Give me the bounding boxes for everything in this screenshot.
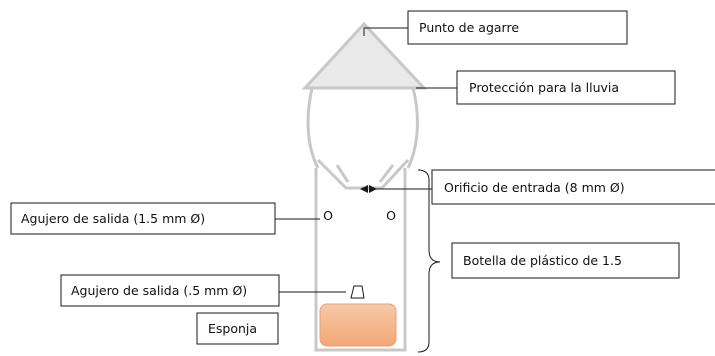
label-outlet-hole-small: Agujero de salida (.5 mm Ø) — [60, 274, 280, 307]
svg-text:Esponja: Esponja — [208, 321, 257, 336]
label-inlet-hole: Orificio de entrada (8 mm Ø) — [431, 169, 715, 205]
svg-text:Protección para la lluvia: Protección para la lluvia — [469, 80, 619, 95]
funnel — [316, 158, 410, 190]
bottle-body — [314, 168, 407, 352]
rain-protection-left — [306, 87, 320, 169]
funnel-inner-left — [335, 164, 350, 183]
small-outlet-hole-shape — [350, 285, 365, 299]
label-outlet-hole-large: Agujero de salida (1.5 mm Ø) — [10, 202, 276, 235]
label-sponge: Esponja — [196, 312, 279, 345]
bottle-brace — [417, 169, 441, 353]
svg-text:Agujero de salida (1.5 mm Ø): Agujero de salida (1.5 mm Ø) — [21, 211, 205, 226]
svg-text:Botella de plástico de 1.5: Botella de plástico de 1.5 — [463, 253, 622, 268]
inlet-arrow-right-icon — [369, 185, 377, 193]
grip-leader — [363, 27, 408, 36]
label-plastic-bottle: Botella de plástico de 1.5 — [451, 242, 680, 279]
outlet-hole-left-marker: O — [323, 208, 333, 223]
svg-text:Punto de agarre: Punto de agarre — [419, 20, 519, 35]
sponge-shape — [319, 303, 397, 347]
svg-text:Agujero de salida (.5 mm Ø): Agujero de salida (.5 mm Ø) — [71, 283, 247, 298]
svg-text:Orificio de entrada (8 mm Ø): Orificio de entrada (8 mm Ø) — [444, 180, 625, 195]
outlet-hole-right-marker: O — [386, 208, 396, 223]
label-grip-point: Punto de agarre — [407, 10, 628, 45]
inlet-arrow-left-icon — [360, 185, 368, 193]
rain-protection-right — [406, 87, 419, 169]
grip-triangle — [301, 21, 428, 90]
funnel-inner-right — [378, 164, 395, 183]
label-rain-protection: Protección para la lluvia — [456, 70, 676, 105]
